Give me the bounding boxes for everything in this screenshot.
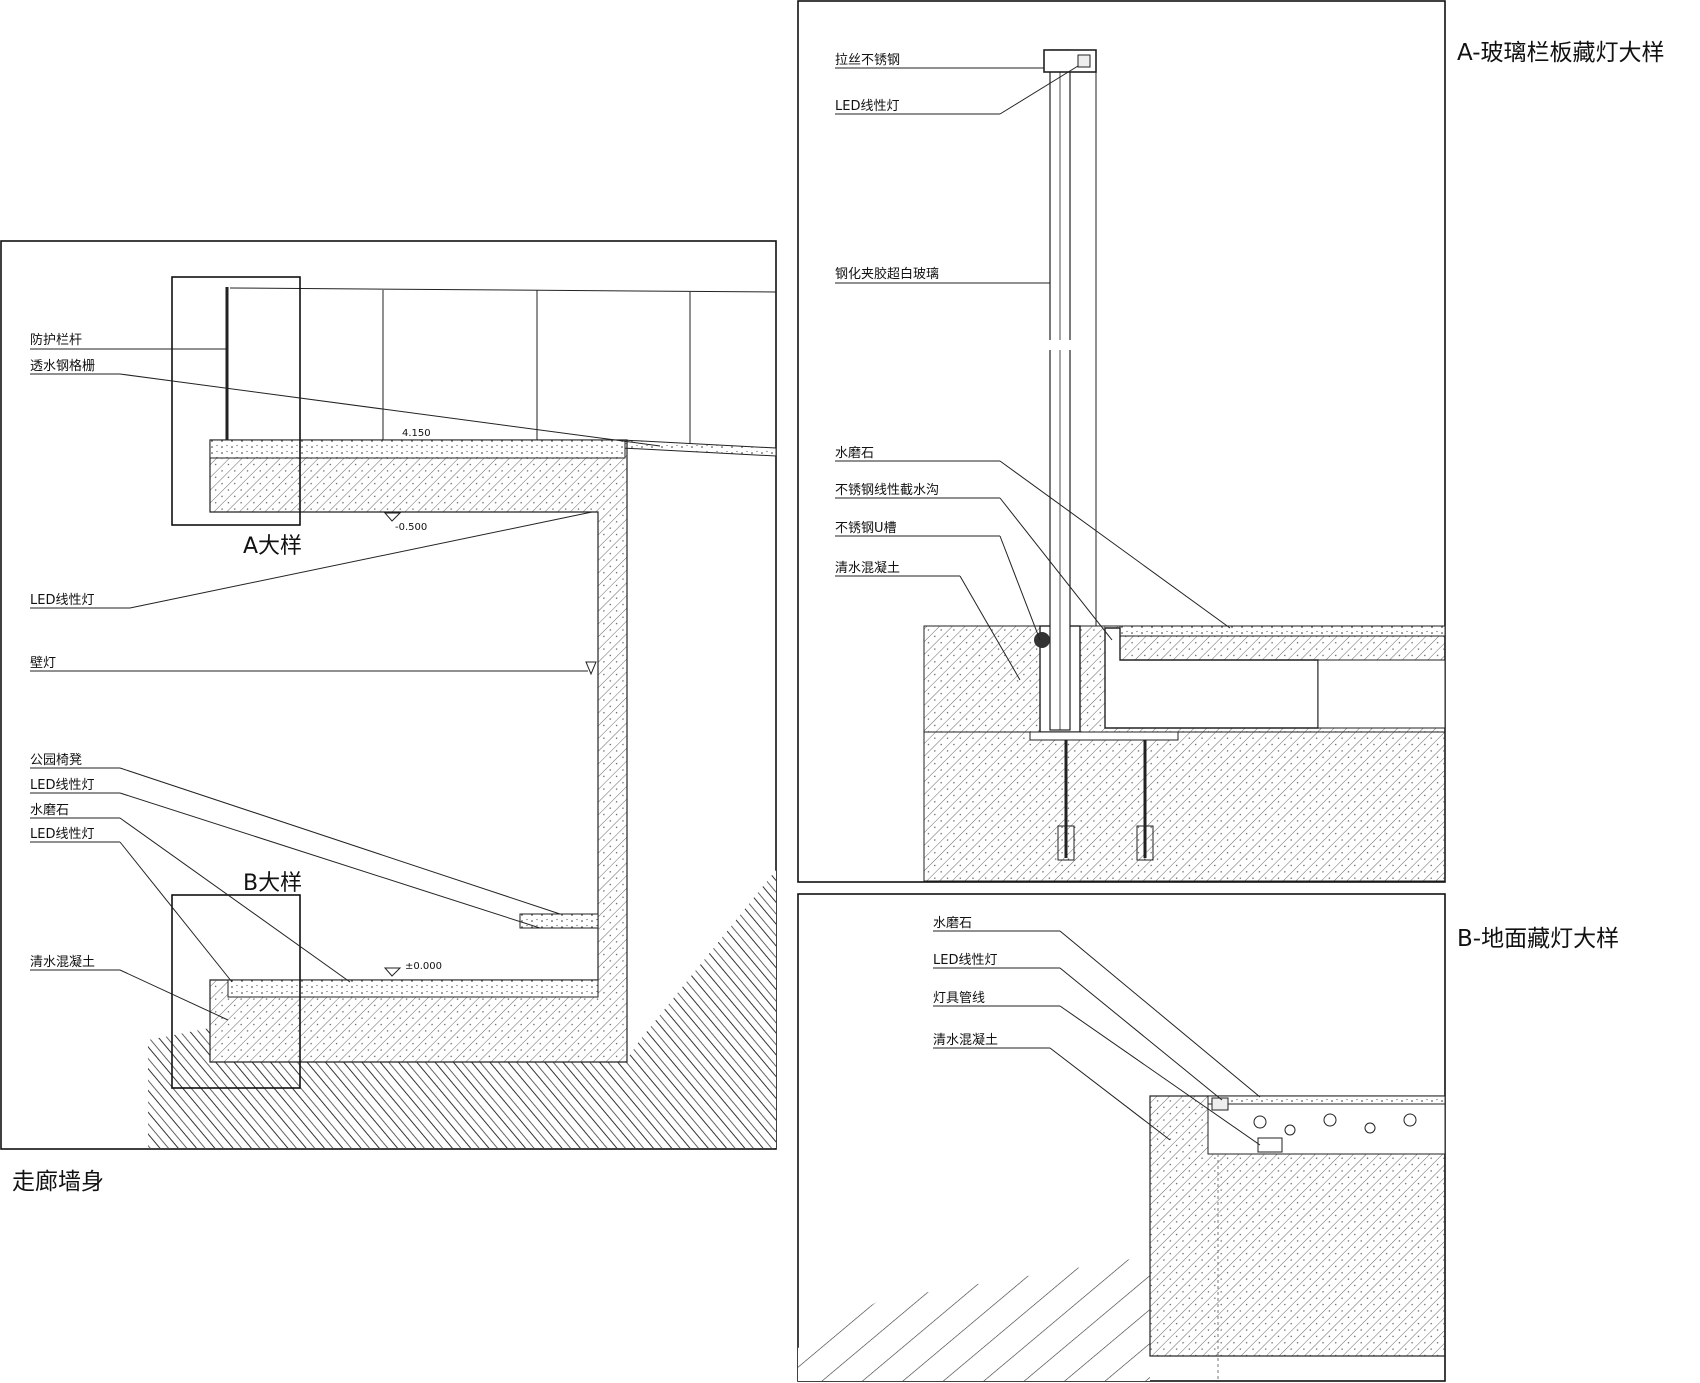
detail-b-title: B-地面藏灯大样	[1457, 926, 1619, 952]
label-led-b: LED线性灯	[933, 953, 997, 968]
label-led-floor: LED线性灯	[30, 827, 94, 842]
detail-a-terrazzo	[1119, 625, 1446, 637]
detail-a-light-box	[1317, 659, 1446, 729]
detail-b-led	[1211, 1097, 1229, 1111]
label-gutter: 不锈钢线性截水沟	[835, 483, 939, 498]
elev-marker-1	[383, 512, 402, 522]
elev-0000: ±0.000	[405, 961, 442, 972]
label-led-bench: LED线性灯	[30, 778, 94, 793]
glass-break-mark	[1044, 340, 1078, 350]
detail-b-panel: 水磨石 LED线性灯 灯具管线 清水混凝土 B-地面藏灯大样	[797, 893, 1619, 1382]
detail-a-title: A-玻璃栏板藏灯大样	[1457, 40, 1665, 66]
label-terrazzo-b: 水磨石	[933, 916, 972, 931]
label-grating: 透水钢格栅	[30, 358, 95, 374]
label-led-a: LED线性灯	[835, 99, 899, 114]
detail-a-led	[1077, 54, 1091, 68]
canopy-top-line	[229, 287, 777, 293]
bench	[519, 913, 599, 929]
detail-b-earth	[798, 1256, 1150, 1381]
detail-a-frame	[797, 0, 1446, 883]
label-concrete: 清水混凝土	[30, 954, 95, 970]
label-concrete-b: 清水混凝土	[933, 1032, 998, 1048]
label-conduit: 灯具管线	[933, 991, 985, 1006]
detail-a-box	[171, 276, 301, 526]
detail-b-junction	[1257, 1137, 1283, 1153]
elev-4150: 4.150	[402, 428, 431, 439]
label-guard-rail: 防护栏杆	[30, 332, 82, 348]
permeable-grating	[621, 439, 777, 457]
label-u-channel: 不锈钢U槽	[835, 521, 897, 536]
detail-b-bedding	[1207, 1103, 1446, 1155]
elev-marker-2	[383, 967, 402, 977]
detail-a-panel: 拉丝不锈钢 LED线性灯 钢化夹胶超白玻璃 水磨石 不锈钢线性截水沟 不锈钢U槽…	[797, 0, 1665, 883]
label-glass: 钢化夹胶超白玻璃	[835, 266, 939, 282]
label-led-upper: LED线性灯	[30, 593, 94, 608]
detail-b-box	[171, 894, 301, 1089]
detail-b-terrazzo	[1207, 1095, 1446, 1105]
label-wall-lamp: 壁灯	[30, 656, 56, 671]
concrete-wall-section	[209, 439, 628, 1063]
label-brushed-steel: 拉丝不锈钢	[835, 53, 900, 68]
wall-section-frame	[0, 240, 777, 1150]
detail-b-tag: B大样	[243, 871, 302, 896]
wall-lamp	[585, 661, 597, 676]
wall-section-panel: 4.150 -0.500 ±0.000 A大样 B大样 防护栏杆 透水钢格栅 L…	[0, 240, 777, 1195]
label-concrete-a: 清水混凝土	[835, 560, 900, 576]
detail-a-sealant	[1034, 632, 1050, 648]
label-terrazzo: 水磨石	[30, 803, 69, 818]
detail-a-tag: A大样	[243, 534, 302, 559]
wall-section-caption: 走廊墙身	[12, 1169, 104, 1195]
upper-slab-finish	[209, 439, 626, 459]
elev-neg0500: -0.500	[395, 522, 427, 533]
lower-slab-finish	[227, 979, 599, 998]
label-terrazzo-a: 水磨石	[835, 446, 874, 461]
label-bench: 公园椅凳	[30, 752, 82, 768]
earth-fill	[148, 870, 776, 1148]
